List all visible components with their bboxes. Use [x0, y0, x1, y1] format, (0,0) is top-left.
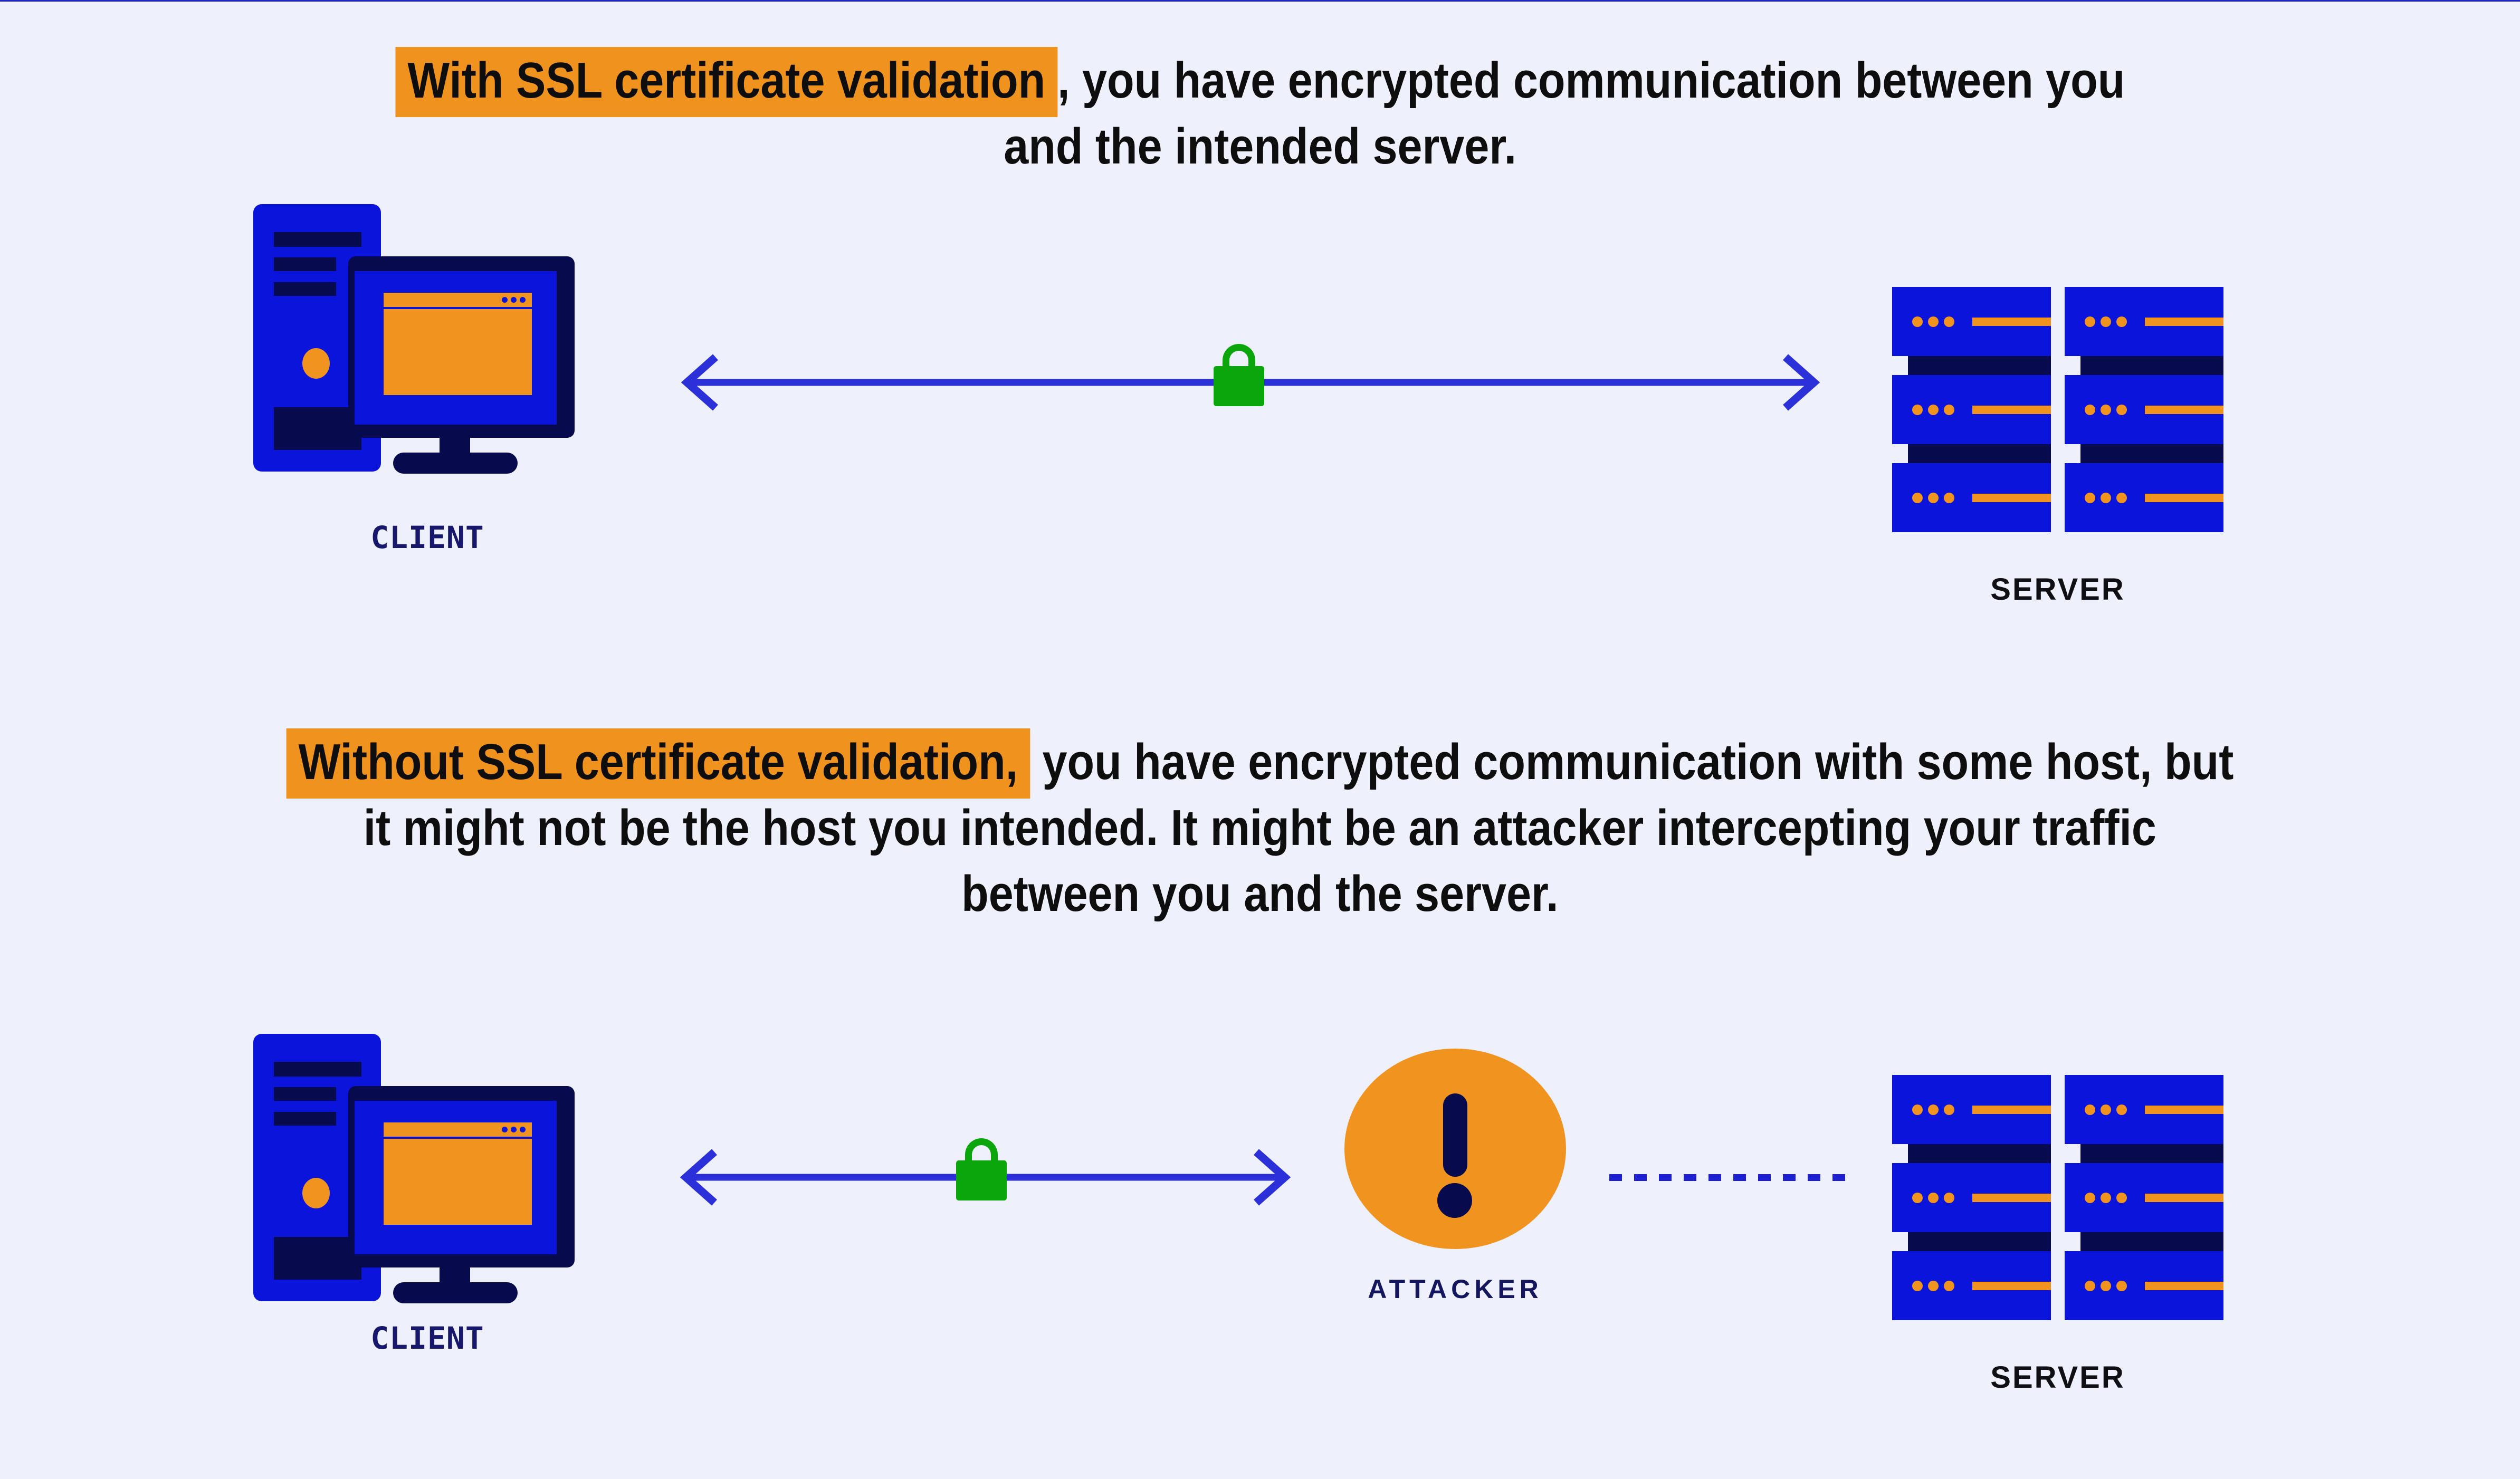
lock-body [956, 1160, 1007, 1201]
window-dot-icon [520, 1127, 526, 1132]
server-rack-unit [1892, 463, 2051, 532]
server-led-bar [1972, 405, 2051, 414]
server-led-bar [1972, 1105, 2051, 1114]
client-browser-window [384, 1122, 532, 1225]
top-heading-rest: , you have encrypted communication betwe… [1057, 52, 2125, 109]
client-tower-button [302, 348, 330, 379]
server-rack-unit [1892, 1251, 2051, 1320]
bottom-heading: Without SSL certificate validation, you … [0, 728, 2520, 927]
top-heading-line1: With SSL certificate validation, you hav… [0, 47, 2520, 117]
server-led-bar [1972, 317, 2051, 326]
client-browser-titlebar [384, 293, 532, 307]
server-led-bar [2145, 493, 2223, 502]
client-label: CLIENT [370, 520, 484, 555]
client-tower-button [302, 1178, 330, 1208]
top-heading-line2: and the intended server. [1004, 118, 1516, 175]
bottom-heading-highlight: Without SSL certificate validation, [286, 728, 1030, 799]
client-tower-slot [274, 1087, 336, 1101]
client-icon: CLIENT [243, 193, 612, 562]
server-led-bar [2145, 317, 2223, 326]
server-rack-column [2065, 287, 2223, 532]
server-rack-band [1908, 1232, 2051, 1251]
server-rack-unit [1892, 1075, 2051, 1144]
client-browser-window [384, 293, 532, 395]
client-browser-separator [384, 1137, 532, 1139]
server-label: SERVER [1990, 1360, 2125, 1395]
client-tower-base [274, 1237, 361, 1280]
server-led-bar [2145, 1193, 2223, 1202]
attacker-icon: ATTACKER [1344, 1049, 1566, 1323]
server-led-bar [2145, 405, 2223, 414]
bottom-heading-rest: you have encrypted communication with so… [1030, 734, 2234, 790]
lock-body [1214, 366, 1264, 406]
top-heading-highlight: With SSL certificate validation [395, 47, 1057, 117]
server-rack-unit [2065, 1075, 2223, 1144]
window-dot-icon [520, 297, 526, 303]
client-browser-body [384, 1139, 532, 1225]
window-dot-icon [511, 297, 517, 303]
client-browser-titlebar [384, 1122, 532, 1137]
server-rack-unit [1892, 375, 2051, 444]
client-browser-body [384, 309, 532, 395]
server-rack-band [2080, 1144, 2223, 1163]
server-led-bar [2145, 1105, 2223, 1114]
server-rack-unit [2065, 1251, 2223, 1320]
server-rack-column [1892, 287, 2051, 532]
client-tower-slot [274, 1112, 336, 1126]
server-rack-band [1908, 356, 2051, 375]
server-rack-column [2065, 1075, 2223, 1320]
client-monitor-base [393, 1282, 518, 1303]
server-rack-band [1908, 1144, 2051, 1163]
exclamation-dot-icon [1437, 1183, 1472, 1218]
client-tower-base [274, 407, 361, 450]
client-label: CLIENT [370, 1320, 484, 1356]
client-browser-separator [384, 307, 532, 309]
client-tower-slot [274, 1062, 361, 1077]
server-led-bar [1972, 1281, 2051, 1290]
attacker-label: ATTACKER [1368, 1274, 1543, 1304]
server-rack-unit [2065, 463, 2223, 532]
lock-icon [1214, 344, 1264, 406]
top-heading: With SSL certificate validation, you hav… [0, 47, 2520, 179]
bottom-heading-line3: between you and the server. [961, 866, 1559, 922]
exclamation-mark-icon [1443, 1093, 1467, 1177]
server-led-bar [2145, 1281, 2223, 1290]
client-tower-slot [274, 282, 336, 296]
dotted-line [1609, 1174, 1855, 1181]
window-dot-icon [502, 297, 508, 303]
client-tower-slot [274, 232, 361, 247]
window-dot-icon [511, 1127, 517, 1132]
server-rack-column [1892, 1075, 2051, 1320]
server-rack-unit [2065, 375, 2223, 444]
server-rack-band [2080, 444, 2223, 463]
server-rack-band [1908, 444, 2051, 463]
server-rack-unit [1892, 287, 2051, 356]
section-divider [0, 0, 2520, 2]
bottom-heading-line1: Without SSL certificate validation, you … [0, 728, 2520, 799]
client-monitor-base [393, 453, 518, 474]
server-rack-unit [2065, 1163, 2223, 1232]
server-rack-band [2080, 356, 2223, 375]
server-rack-band [2080, 1232, 2223, 1251]
server-led-bar [1972, 1193, 2051, 1202]
client-icon: CLIENT [243, 1022, 612, 1391]
window-dot-icon [502, 1127, 508, 1132]
server-led-bar [1972, 493, 2051, 502]
lock-icon [956, 1138, 1007, 1201]
server-icon: SERVER [1892, 1075, 2223, 1444]
server-rack-unit [2065, 287, 2223, 356]
server-label: SERVER [1990, 572, 2125, 607]
server-rack-unit [1892, 1163, 2051, 1232]
client-tower-slot [274, 257, 336, 271]
server-icon: SERVER [1892, 287, 2223, 656]
bottom-heading-line2: it might not be the host you intended. I… [363, 800, 2157, 856]
